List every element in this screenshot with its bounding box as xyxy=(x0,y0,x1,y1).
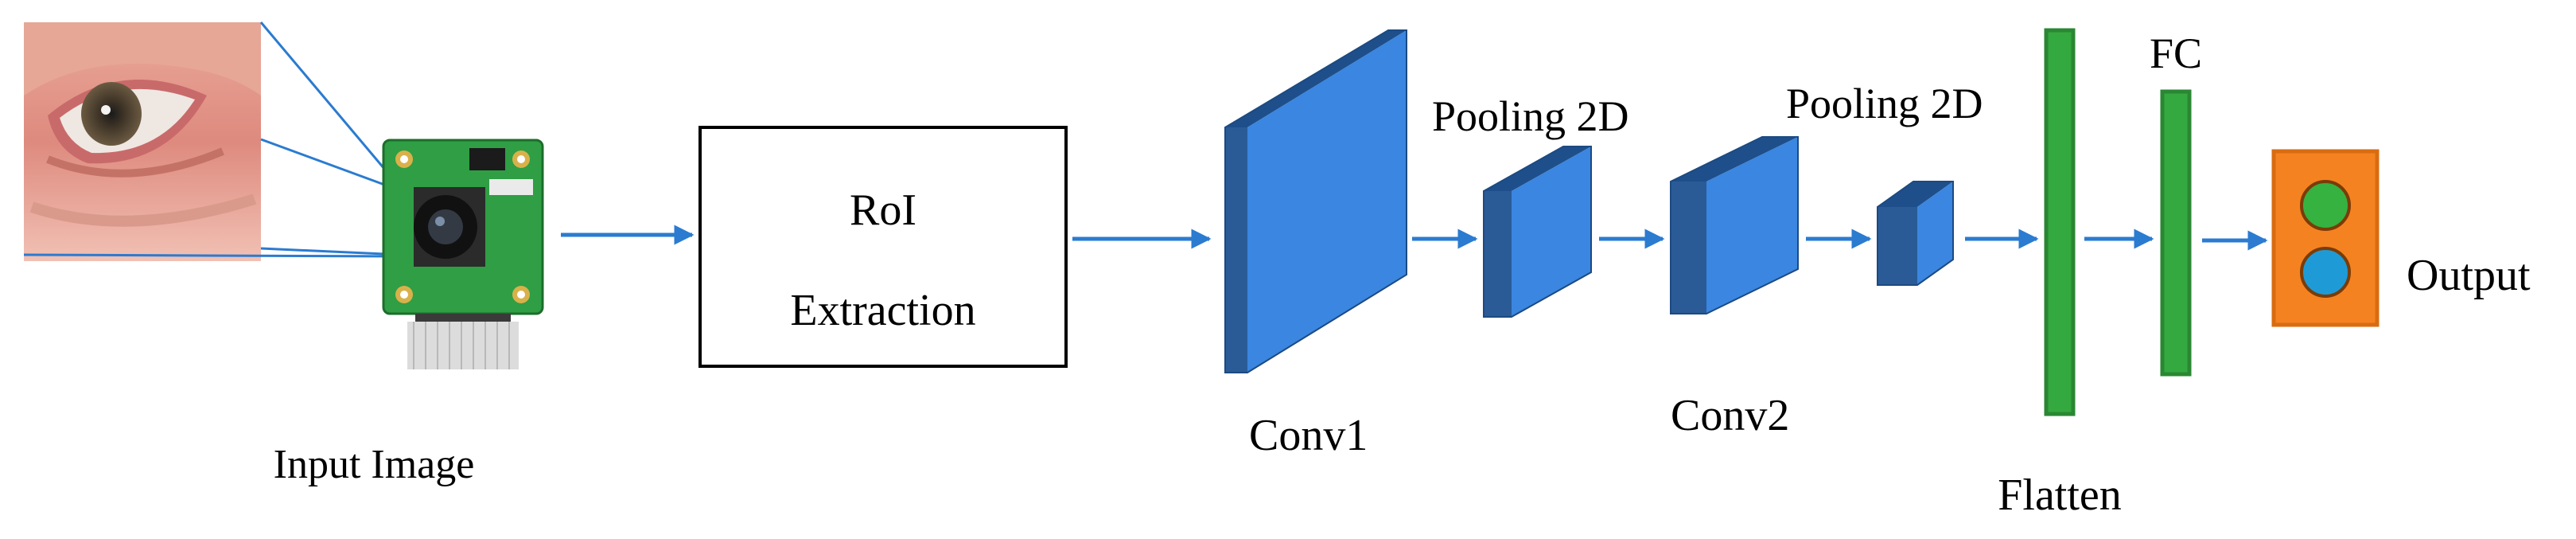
fc-layer xyxy=(2160,89,2192,377)
input-image-label: Input Image xyxy=(274,442,475,487)
conv2-block xyxy=(1670,136,1799,314)
conv1-block xyxy=(1224,29,1407,373)
camera-module-icon xyxy=(382,139,544,369)
flatten-layer xyxy=(2044,28,2076,416)
output-node-1 xyxy=(2300,180,2351,231)
flatten-label: Flatten xyxy=(1998,471,2122,520)
conv2-label: Conv2 xyxy=(1671,391,1789,440)
roi-label-line2: Extraction xyxy=(790,286,975,335)
conv1-label: Conv1 xyxy=(1249,411,1368,460)
roi-extraction-box xyxy=(698,126,1068,368)
pooling1-label: Pooling 2D xyxy=(1432,92,1629,140)
fc-label: FC xyxy=(2150,29,2202,77)
camera-view-lines xyxy=(23,21,403,258)
output-label: Output xyxy=(2407,251,2531,300)
output-block xyxy=(2271,149,2379,327)
pooling2-label: Pooling 2D xyxy=(1786,80,1983,127)
pooling1-block xyxy=(1483,146,1592,318)
output-node-2 xyxy=(2300,247,2351,298)
eye-photo-icon xyxy=(24,22,261,261)
roi-label-line1: RoI xyxy=(850,186,916,235)
pooling2-block xyxy=(1877,181,1954,286)
